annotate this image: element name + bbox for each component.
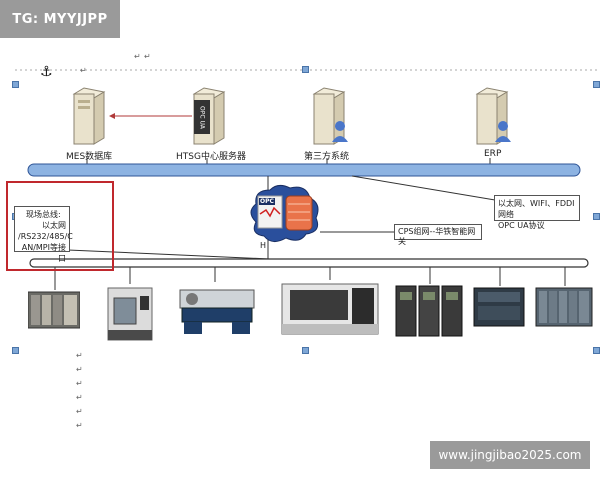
network-note-line: OPC UA协议 — [498, 221, 545, 230]
return-mark: ↵ — [76, 365, 83, 374]
fieldbus-note-line: /RS232/485/C — [18, 232, 73, 241]
fieldbus-note-line: 以太网 — [42, 221, 66, 230]
return-mark: ↵ — [76, 393, 83, 402]
return-mark: ↵ — [134, 52, 141, 61]
top-network-bus — [27, 163, 581, 177]
gateway-opc-badge: OPC — [259, 198, 275, 205]
return-mark: ↵ — [80, 66, 87, 75]
resize-handle[interactable] — [593, 213, 600, 220]
fieldbus-highlight-box — [6, 181, 114, 271]
fieldbus-note-leader — [67, 249, 271, 260]
plc-module-icon — [473, 287, 525, 327]
watermark-top: TG: MYYJJPP — [0, 0, 120, 38]
gateway-cloud-icon — [250, 184, 319, 242]
gateway-sub-label: H — [260, 241, 267, 250]
bottom-fieldbus — [29, 258, 589, 268]
io-modules-icon — [535, 287, 593, 327]
mes-label: MES数据库 — [66, 152, 113, 162]
resize-handle[interactable] — [593, 347, 600, 354]
resize-handle[interactable] — [302, 347, 309, 354]
network-note-leader — [351, 175, 496, 201]
return-mark: ↵ — [144, 52, 151, 61]
erp-label: ERP — [484, 149, 502, 159]
return-mark: ↵ — [76, 379, 83, 388]
resize-handle[interactable] — [302, 66, 309, 73]
cnc-lathe-icon — [281, 283, 379, 335]
resize-handle[interactable] — [12, 347, 19, 354]
resize-handle[interactable] — [593, 81, 600, 88]
fieldbus-note-line: AN/MPI等接口 — [21, 243, 66, 263]
network-note-line: 以太网、WIFI、FDDI网络 — [498, 199, 575, 219]
return-mark: ↵ — [76, 421, 83, 430]
third-party-label: 第三方系统 — [304, 152, 350, 162]
opc-ua-badge: OPC UA — [194, 100, 210, 134]
servo-drive-modules-icon — [395, 285, 463, 337]
lathe-icon — [179, 289, 255, 334]
fieldbus-note: 现场总线: 以太网 /RS232/485/C AN/MPI等接口 — [14, 206, 73, 263]
watermark-bottom: www.jingjibao2025.com — [430, 441, 590, 469]
fieldbus-note-line: 现场总线: — [26, 210, 61, 219]
return-mark: ↵ — [76, 407, 83, 416]
return-mark: ↵ — [76, 351, 83, 360]
plc-rack-icon — [28, 291, 80, 329]
anchor-icon: ⚓ — [40, 64, 53, 80]
network-note: 以太网、WIFI、FDDI网络 OPC UA协议 — [494, 195, 580, 230]
third-party-server-icon — [312, 87, 348, 145]
vertical-machining-center-icon — [107, 287, 153, 341]
mes-server-icon — [72, 87, 106, 145]
resize-handle[interactable] — [12, 81, 19, 88]
htsg-label: HTSG中心服务器 — [176, 152, 246, 162]
gateway-note: CPS组网--华铁智能网关 — [394, 224, 482, 246]
erp-server-icon — [475, 87, 511, 145]
